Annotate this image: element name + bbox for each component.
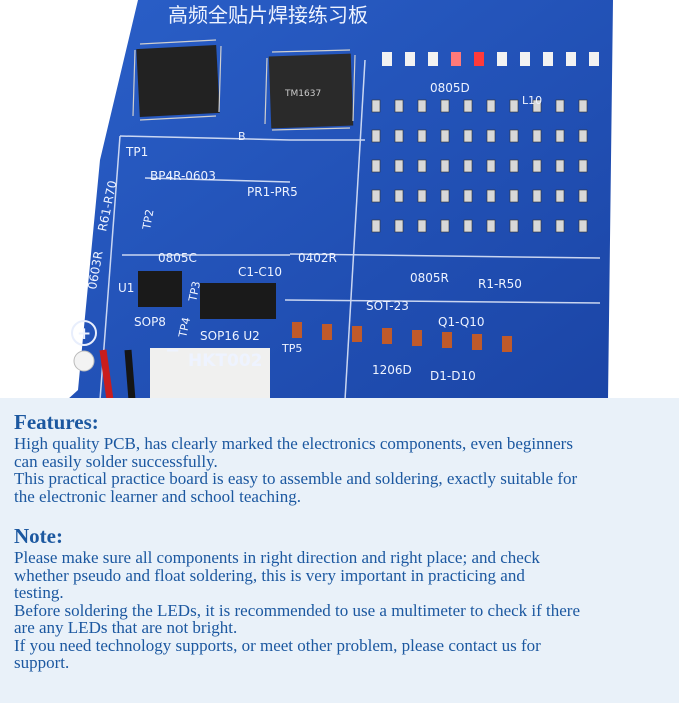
chip-marking: TM1637 bbox=[284, 89, 321, 99]
label-sop8: SOP8 bbox=[134, 315, 166, 329]
label-q1q10: Q1-Q10 bbox=[438, 315, 485, 329]
board-title: 高频全贴片焊接练习板 bbox=[168, 3, 368, 27]
label-sop16: SOP16 U2 bbox=[200, 329, 260, 343]
label-0805d: 0805D bbox=[430, 81, 470, 95]
label-ic-b: B bbox=[238, 130, 246, 143]
label-u1: U1 bbox=[118, 281, 134, 295]
note-line: support. bbox=[14, 653, 70, 672]
led-row bbox=[382, 52, 599, 66]
label-0603r: 0603R bbox=[85, 250, 106, 291]
note-line: testing. bbox=[14, 583, 64, 602]
qfp-chip-left bbox=[132, 39, 222, 121]
pcb-product-photo: 高频全贴片焊接练习板 B TP1 BP4R-0603 PR1-PR5 R61-R… bbox=[67, 0, 613, 400]
label-bp4r: BP4R-0603 bbox=[150, 169, 216, 183]
label-0805c: 0805C bbox=[158, 251, 197, 265]
note-line: whether pseudo and float soldering, this… bbox=[14, 565, 525, 585]
label-tp4: TP4 bbox=[176, 316, 193, 340]
sop16-chip bbox=[200, 283, 276, 319]
label-0402r: 0402R bbox=[298, 251, 337, 265]
label-tp2: TP2 bbox=[140, 208, 157, 231]
label-r1r50: R1-R50 bbox=[478, 277, 522, 291]
label-sot23: SOT-23 bbox=[366, 299, 409, 313]
features-line: can easily solder successfully. bbox=[14, 451, 218, 471]
label-1206d: 1206D bbox=[372, 363, 412, 377]
label-plus: + bbox=[77, 324, 91, 344]
label-d1d10: D1-D10 bbox=[430, 369, 476, 383]
features-heading: Features: bbox=[14, 410, 99, 434]
diode-row bbox=[292, 322, 512, 352]
label-tp5: TP5 bbox=[281, 342, 302, 355]
note-line: are any LEDs that are not bright. bbox=[14, 618, 238, 637]
qfp-chip-right bbox=[264, 49, 356, 131]
features-line: High quality PCB, has clearly marked the… bbox=[14, 434, 573, 453]
label-tp3: TP3 bbox=[186, 280, 203, 304]
label-model: HKT002 bbox=[188, 351, 262, 371]
sop8-chip bbox=[138, 271, 182, 307]
label-0805r: 0805R bbox=[410, 271, 449, 285]
power-connector bbox=[150, 348, 270, 400]
red-wire bbox=[99, 349, 114, 400]
features-line: This practical practice board is easy to… bbox=[14, 469, 578, 488]
label-l10: L10 bbox=[522, 94, 542, 107]
black-wire bbox=[124, 349, 136, 400]
features-line: the electronic learner and school teachi… bbox=[14, 486, 301, 506]
label-tp1: TP1 bbox=[125, 145, 148, 159]
info-panel: Features: High quality PCB, has clearly … bbox=[0, 398, 679, 703]
note-heading: Note: bbox=[14, 524, 63, 548]
label-minus: − bbox=[165, 340, 180, 361]
note-line: If you need technology supports, or meet… bbox=[14, 635, 541, 655]
note-line: Before soldering the LEDs, it is recomme… bbox=[14, 600, 581, 620]
label-c1c10: C1-C10 bbox=[238, 265, 282, 279]
smd-component-grid bbox=[371, 99, 588, 233]
label-pr: PR1-PR5 bbox=[247, 185, 298, 199]
note-line: Please make sure all components in right… bbox=[14, 548, 540, 567]
